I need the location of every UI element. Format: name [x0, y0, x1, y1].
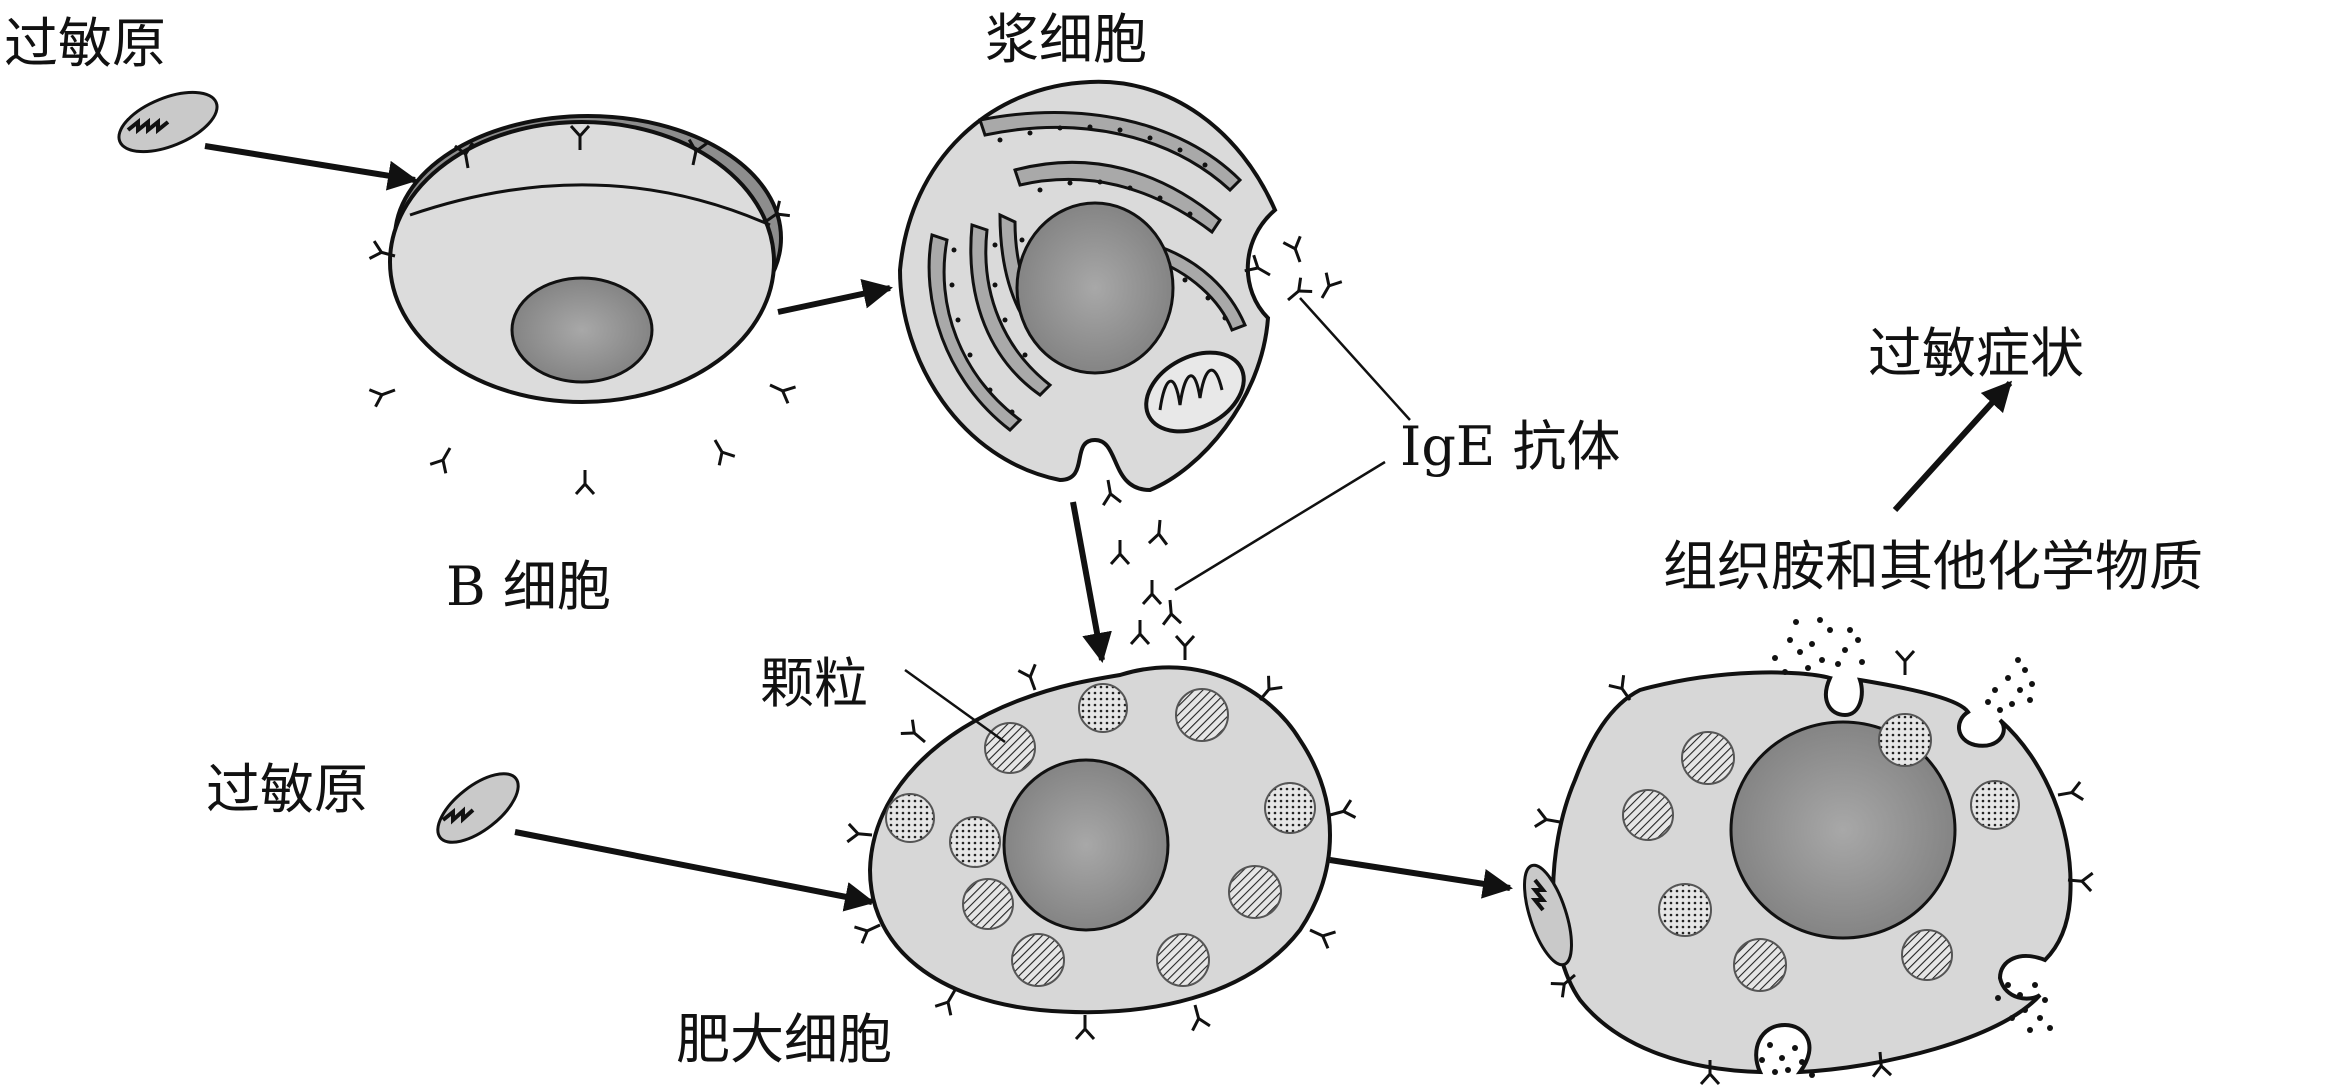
plasma-cell-mitochondrion	[1144, 350, 1246, 434]
degranulating-cell-granules	[1622, 713, 2020, 992]
label-mast-cell: 肥大细胞	[676, 1008, 892, 1071]
arrow-mast-to-degranulating-cell	[1329, 857, 1513, 899]
pointer-ige-to-free-antibodies	[1174, 460, 1386, 592]
label-granule: 颗粒	[760, 652, 868, 715]
label-allergen-top: 过敏原	[4, 12, 166, 75]
allergen-bottom	[436, 772, 520, 844]
arrow-b-cell-to-plasma-cell	[777, 278, 893, 315]
mast-cell-granules	[885, 683, 1316, 987]
degranulating-mast-cell	[1533, 617, 2095, 1086]
label-ige-antibody: IgE 抗体	[1400, 415, 1620, 478]
pointer-granule	[904, 668, 1006, 744]
released-mediator-dots	[1759, 617, 2053, 1078]
mast-cell	[845, 634, 1358, 1041]
pointer-ige-to-plasma-cell	[1299, 297, 1411, 421]
degranulating-cell-nucleus	[1729, 720, 1957, 940]
label-plasma-cell: 浆细胞	[985, 8, 1147, 71]
arrow-plasma-to-mast-cell	[1070, 501, 1112, 663]
label-allergy-symptoms: 过敏症状	[1868, 322, 2084, 385]
allergen-bound	[1523, 863, 1573, 967]
label-allergen-bottom: 过敏原	[206, 758, 368, 821]
mast-cell-nucleus	[1002, 758, 1170, 932]
allergen-top	[117, 90, 219, 154]
b-cell-nucleus	[510, 276, 654, 384]
arrow-allergen-to-b-cell	[204, 143, 418, 191]
arrow-allergen-to-mast-cell	[514, 829, 875, 912]
plasma-cell-nucleus	[1015, 201, 1175, 375]
label-histamine: 组织胺和其他化学物质	[1663, 535, 2203, 598]
plasma-cell	[897, 79, 1344, 646]
arrow-histamine-to-symptoms	[1892, 380, 2013, 513]
b-cell	[367, 114, 798, 496]
label-b-cell: B 细胞	[446, 555, 611, 618]
